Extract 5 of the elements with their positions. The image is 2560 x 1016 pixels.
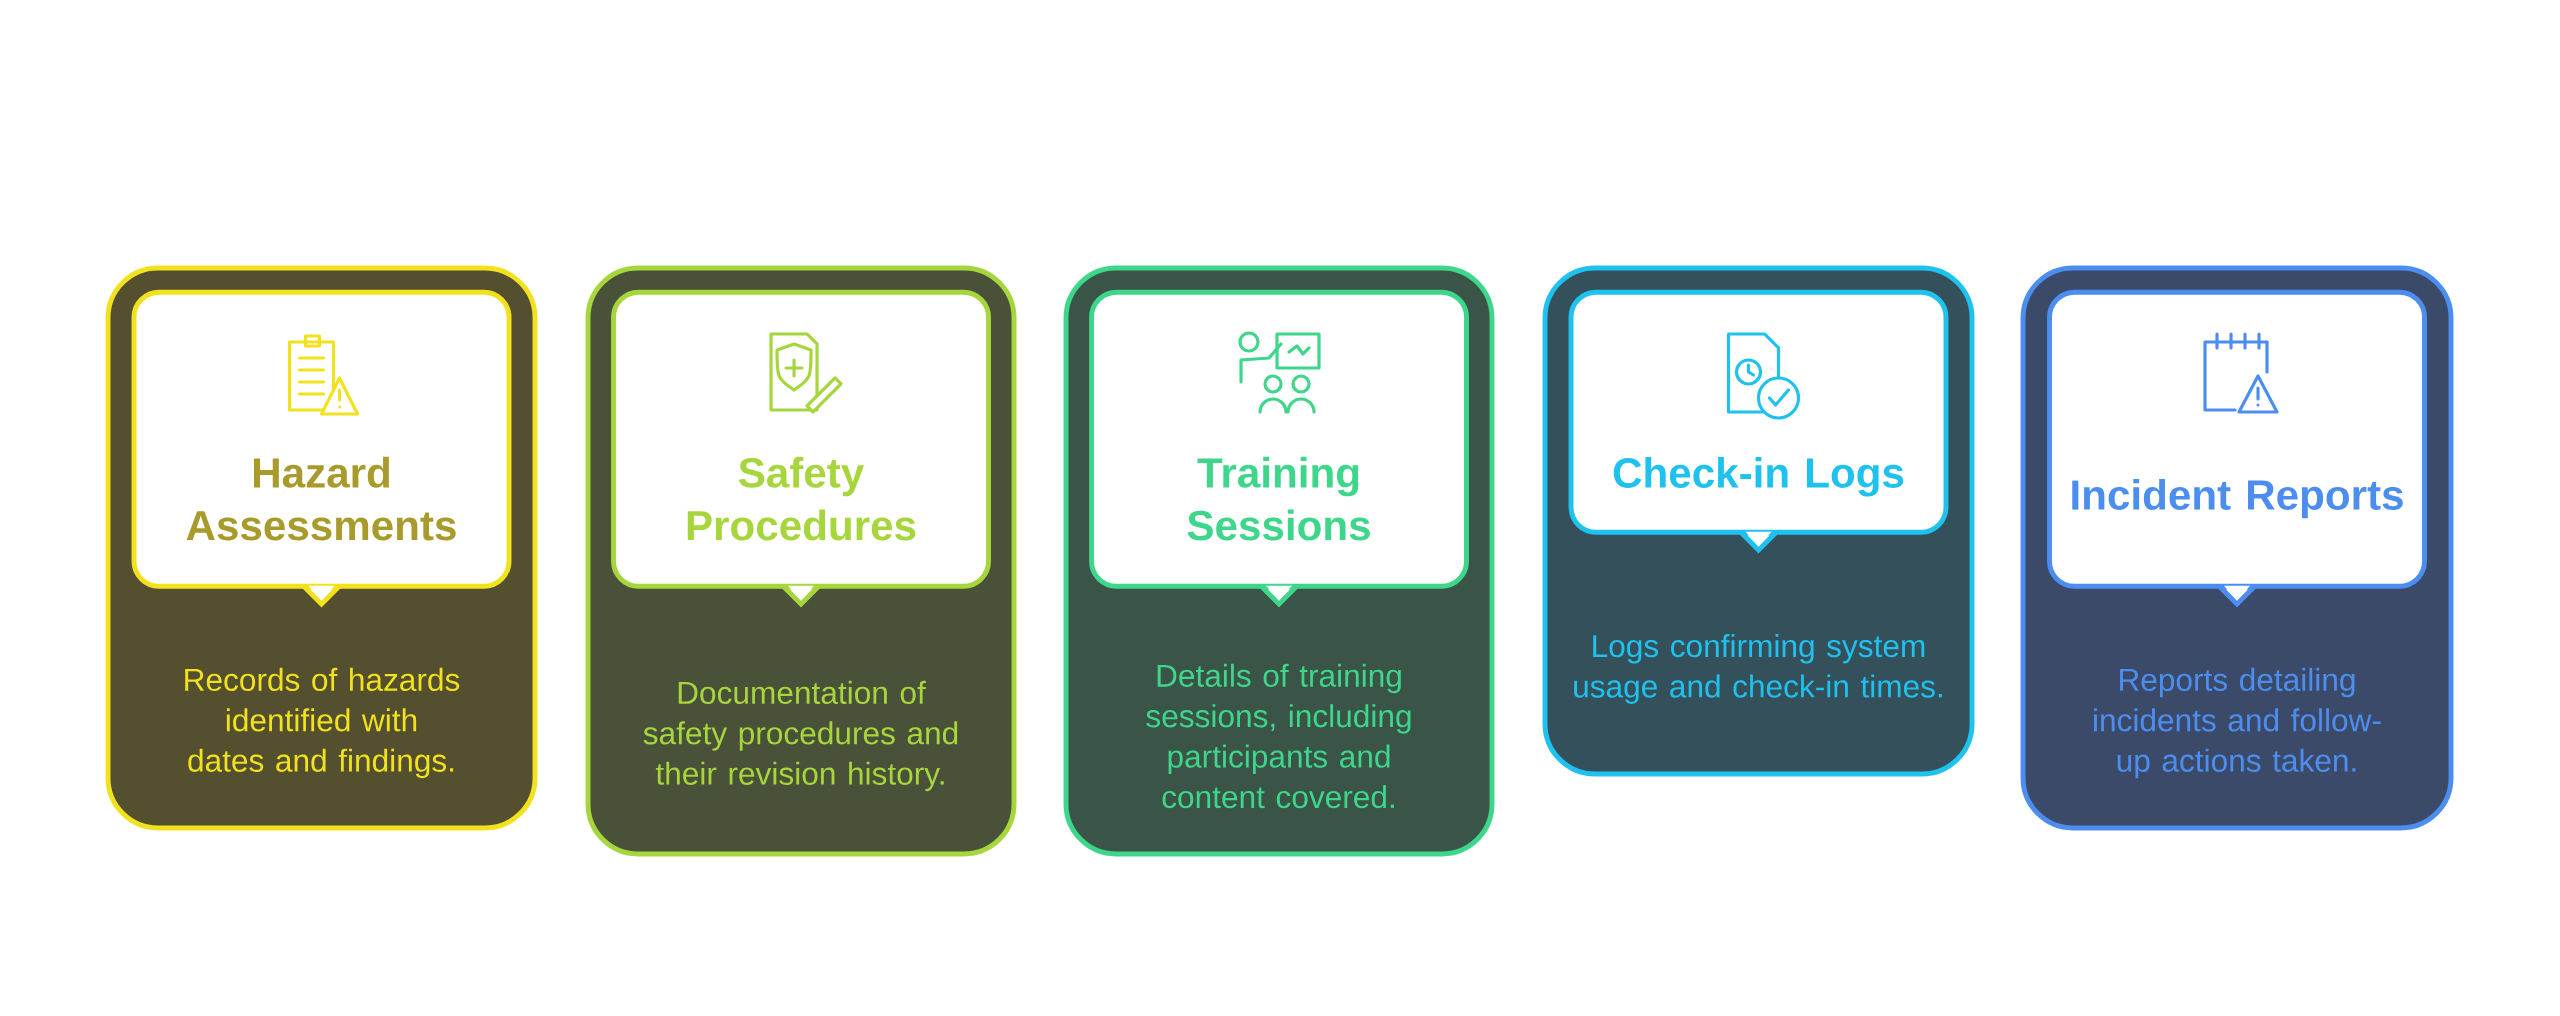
title-box: Hazard Assessments	[131, 289, 512, 608]
title-box: Incident Reports	[2047, 289, 2427, 608]
title-box: Training Sessions	[1089, 289, 1469, 608]
title-box: Check-in Logs	[1568, 289, 1949, 554]
title-box: Safety Procedures	[611, 289, 991, 608]
